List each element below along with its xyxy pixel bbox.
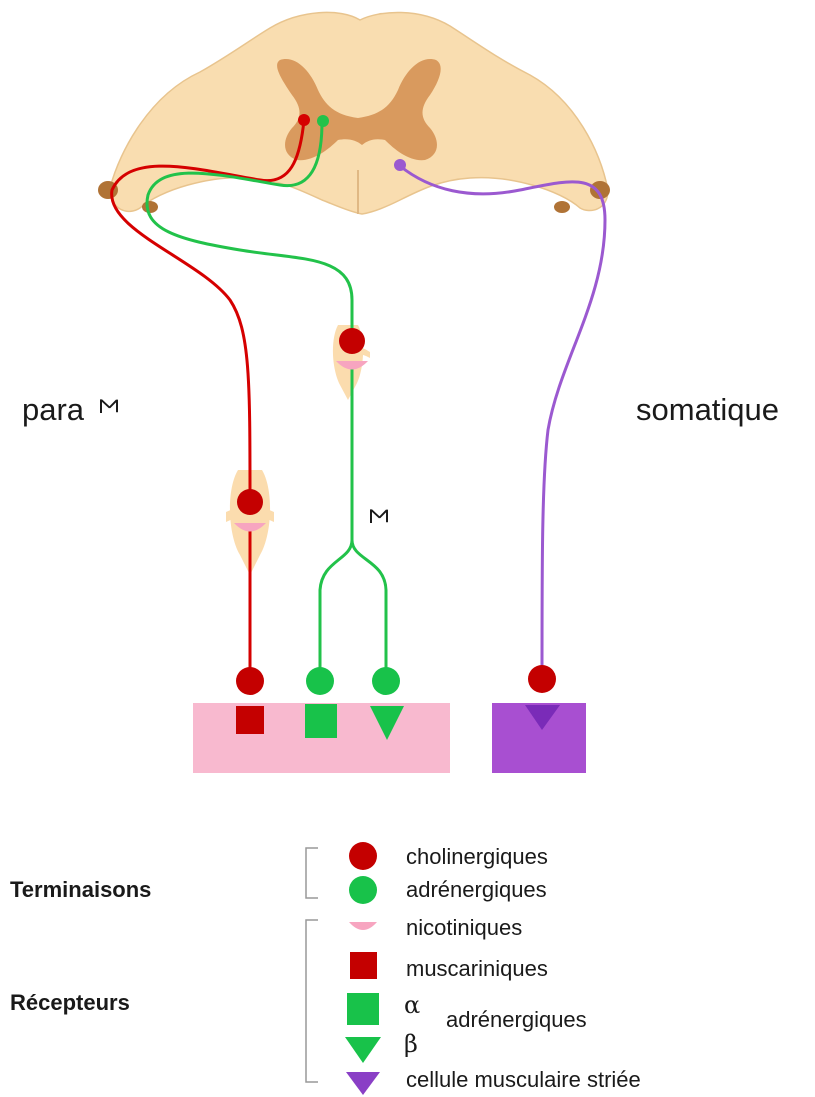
legend-adrenergic-terminal-symbol [349,876,377,904]
label-somatique: somatique [636,392,779,427]
legend-terminaisons: Terminaisons [10,877,151,902]
legend-nicotiniques: nicotiniques [406,915,522,940]
legend-recepteurs: Récepteurs [10,990,130,1015]
legend-beta-symbol [345,1037,381,1063]
legend-cholinergic-symbol [349,842,377,870]
somatic-effector-terminal [528,665,556,693]
spinal-cord [98,12,610,214]
parasympathetic-ganglion-terminal [237,489,263,515]
legend-nicotinic-symbol [349,922,377,930]
label-para: para [22,392,85,427]
parasympathetic-cord-terminal [298,114,310,126]
legend-alpha-symbol [347,993,379,1025]
muscarinic-receptor [236,706,264,734]
legend-striated-muscle-symbol [346,1072,380,1095]
legend-adrenergiques-recepteurs: adrénergiques [446,1007,587,1032]
legend: Terminaisons Récepteurs cholinergiques a… [10,842,641,1095]
legend-cholinergiques: cholinergiques [406,844,548,869]
legend-cellule-musculaire: cellule musculaire striée [406,1067,641,1092]
legend-muscariniques: muscariniques [406,956,548,981]
legend-bracket-recepteurs [306,920,318,1082]
right-ventral-root [554,201,570,213]
sympathetic-beta-terminal [372,667,400,695]
sympathetic-ganglion-terminal [339,328,365,354]
sympathetic-cord-terminal [317,115,329,127]
alpha-adrenergic-receptor [305,704,337,738]
sympathetic-alpha-terminal [306,667,334,695]
somatic-cord-terminal [394,159,406,171]
somatic-pathway [400,166,605,680]
legend-muscarinic-symbol [350,952,377,979]
legend-bracket-terminaisons [306,848,318,898]
legend-adrenergiques-terminaisons: adrénergiques [406,877,547,902]
parasympathetic-effector-terminal [236,667,264,695]
label-sympathetic-sigma: Σ [364,508,394,524]
legend-alpha: α [404,991,420,1019]
left-ventral-root [142,201,158,213]
somatic-motor-fiber [400,166,605,680]
legend-beta: β [404,1030,418,1058]
label-para-sigma: Σ [94,398,124,414]
